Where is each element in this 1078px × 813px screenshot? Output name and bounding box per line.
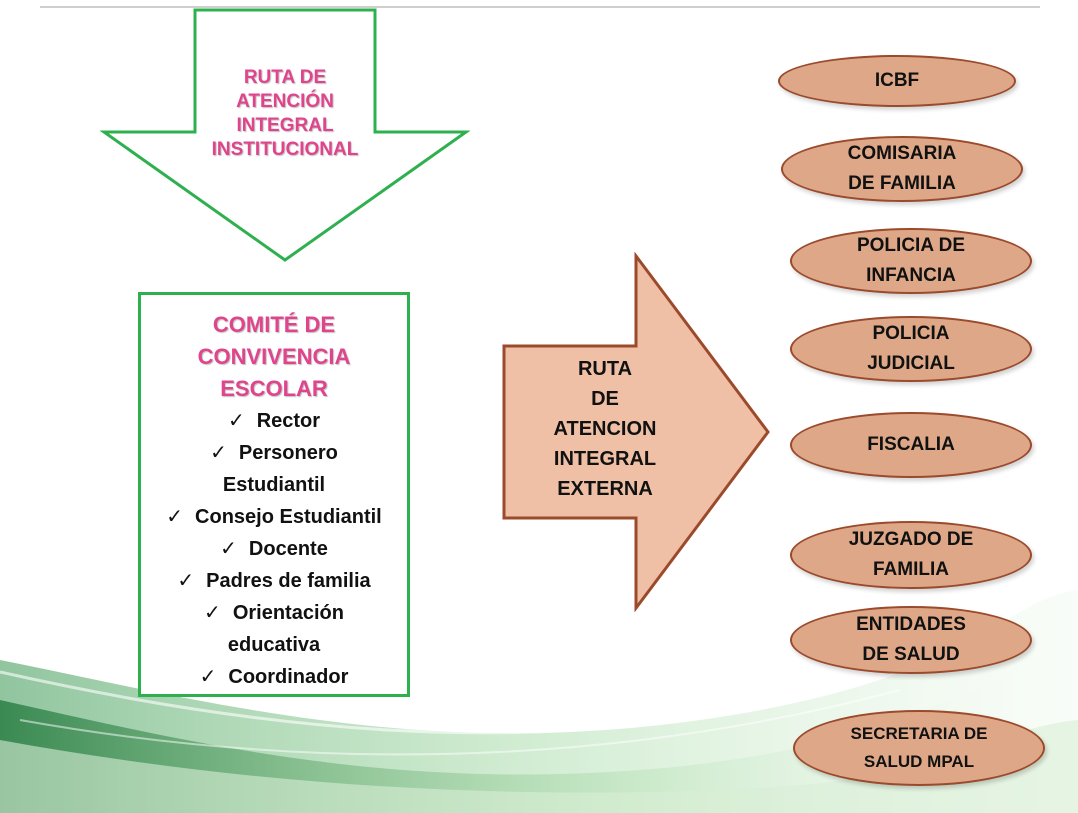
entity-label: ICBF [874, 70, 920, 91]
internal-route-line: INTEGRAL [236, 115, 334, 136]
entity-label: JUZGADO DE [848, 529, 974, 550]
member-item: ✓ Orientación educativa [141, 597, 407, 661]
committee-title: COMITÉ DE CONVIVENCIA ESCOLAR [141, 309, 407, 405]
member-label: Padres de familia [206, 570, 371, 592]
member-item: ✓ Consejo Estudiantil [141, 501, 407, 533]
entity-oval-policia-infancia: POLICIA DE INFANCIA [790, 228, 1032, 294]
external-route-line: DE [591, 388, 619, 410]
committee-members-list: ✓ Rector ✓ Personero Estudiantil ✓ Consejo … [141, 405, 407, 693]
member-label: Rector [256, 410, 321, 432]
external-route-line: INTEGRAL [553, 448, 657, 470]
entity-label: POLICIA DE [856, 235, 966, 256]
entity-oval-policia-judicial: POLICIA JUDICIAL [790, 316, 1032, 382]
checkmark-icon: ✓ [220, 538, 237, 560]
entity-oval-fiscalia: FISCALIA [790, 412, 1032, 478]
internal-route-down-arrow [100, 8, 470, 262]
internal-route-line: ATENCIÓN [236, 91, 334, 112]
checkmark-icon: ✓ [227, 410, 245, 432]
entity-label: DE SALUD [862, 644, 960, 665]
top-divider [40, 6, 1040, 8]
entity-oval-juzgado: JUZGADO DE FAMILIA [790, 521, 1032, 589]
internal-route-line: INSTITUCIONAL [211, 139, 359, 160]
entity-label: ENTIDADES [856, 614, 966, 635]
entity-label: INFANCIA [866, 265, 956, 286]
checkmark-icon: ✓ [199, 666, 217, 688]
entity-label: SALUD MPAL [863, 752, 975, 771]
member-item: ✓ Docente [141, 533, 407, 565]
member-label: Coordinador [228, 666, 349, 688]
internal-route-line: RUTA DE [243, 67, 327, 88]
entity-label: FISCALIA [867, 434, 955, 455]
checkmark-icon: ✓ [177, 570, 195, 592]
entity-label: POLICIA [872, 323, 950, 344]
member-label: Consejo Estudiantil [195, 506, 382, 528]
entity-label: JUDICIAL [867, 353, 955, 374]
external-route-line: RUTA [577, 358, 633, 380]
entity-oval-salud: ENTIDADES DE SALUD [790, 606, 1032, 674]
external-route-right-arrow [502, 252, 770, 612]
checkmark-icon: ✓ [166, 506, 184, 528]
external-route-line: EXTERNA [557, 478, 653, 500]
internal-route-title: RUTA DE ATENCIÓN INTEGRAL INSTITUCIONAL [200, 66, 370, 162]
member-label: Orientación [232, 602, 344, 624]
member-label: educativa [227, 634, 321, 656]
entity-label: SECRETARIA DE [850, 724, 988, 743]
member-label: Estudiantil [222, 474, 326, 496]
entity-oval-icbf: ICBF [778, 55, 1016, 107]
member-item: ✓ Rector [141, 405, 407, 437]
committee-title-line: CONVIVENCIA [197, 344, 351, 369]
member-label: Docente [248, 538, 328, 560]
member-label: Personero [238, 442, 338, 464]
checkmark-icon: ✓ [204, 602, 221, 624]
member-item: ✓ Padres de familia [141, 565, 407, 597]
committee-title-line: ESCOLAR [220, 376, 328, 401]
entity-label: COMISARIA [847, 143, 957, 164]
checkmark-icon: ✓ [210, 442, 227, 464]
member-item: ✓ Coordinador [141, 661, 407, 693]
committee-box: COMITÉ DE CONVIVENCIA ESCOLAR ✓ Rector ✓ P… [138, 292, 410, 697]
entity-label: FAMILIA [872, 559, 949, 580]
member-item: ✓ Personero Estudiantil [141, 437, 407, 501]
entity-label: DE FAMILIA [848, 173, 956, 194]
entity-oval-secretaria-salud: SECRETARIA DE SALUD MPAL [793, 710, 1045, 786]
entity-oval-comisaria: COMISARIA DE FAMILIA [781, 136, 1023, 202]
external-route-line: ATENCION [553, 418, 657, 440]
external-route-title: RUTA DE ATENCION INTEGRAL EXTERNA [530, 354, 680, 504]
committee-title-line: COMITÉ DE [212, 312, 336, 337]
